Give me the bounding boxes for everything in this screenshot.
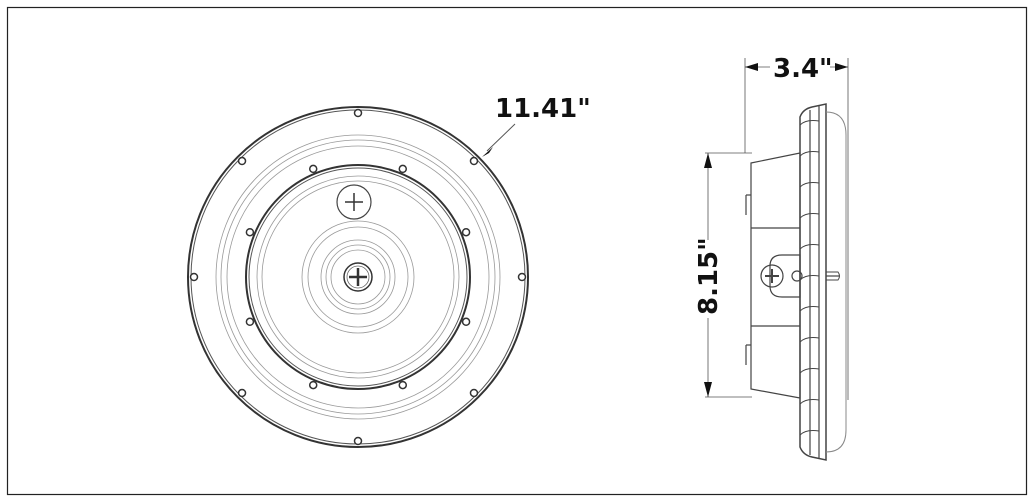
bolt-icon xyxy=(189,272,199,282)
side-view xyxy=(745,103,847,461)
bolt-icon xyxy=(353,108,363,118)
center-screw xyxy=(343,262,373,292)
bolt-icon xyxy=(517,272,527,282)
bolt-icon xyxy=(398,164,408,174)
diameter-label: 11.41" xyxy=(495,94,591,124)
fin xyxy=(799,430,820,436)
fin xyxy=(799,213,820,219)
drawing-frame xyxy=(6,6,1028,496)
bolt-icon xyxy=(237,156,247,166)
depth-label: 3.4" xyxy=(773,54,833,84)
fin xyxy=(799,244,820,250)
offset-screw xyxy=(336,184,372,220)
height-dimension xyxy=(704,152,752,398)
height-label: 8.15" xyxy=(694,237,724,315)
fin xyxy=(799,399,820,405)
bolt-icon xyxy=(461,317,471,327)
bolt-icon xyxy=(245,317,255,327)
fin xyxy=(799,120,820,126)
fin xyxy=(799,182,820,188)
bolt-icon xyxy=(308,164,318,174)
bolt-icon xyxy=(237,388,247,398)
fin xyxy=(799,368,820,374)
bolt-icon xyxy=(398,380,408,390)
bolt-icon xyxy=(469,156,479,166)
bolt-icon xyxy=(461,227,471,237)
fin xyxy=(799,306,820,312)
diameter-leader xyxy=(482,123,516,157)
front-view xyxy=(187,106,529,448)
bolt-icon xyxy=(245,227,255,237)
fin xyxy=(799,337,820,343)
bolt-icon xyxy=(353,436,363,446)
bolt-icon xyxy=(308,380,318,390)
bolt-icon xyxy=(469,388,479,398)
fin xyxy=(799,151,820,157)
depth-dimension xyxy=(744,58,849,400)
